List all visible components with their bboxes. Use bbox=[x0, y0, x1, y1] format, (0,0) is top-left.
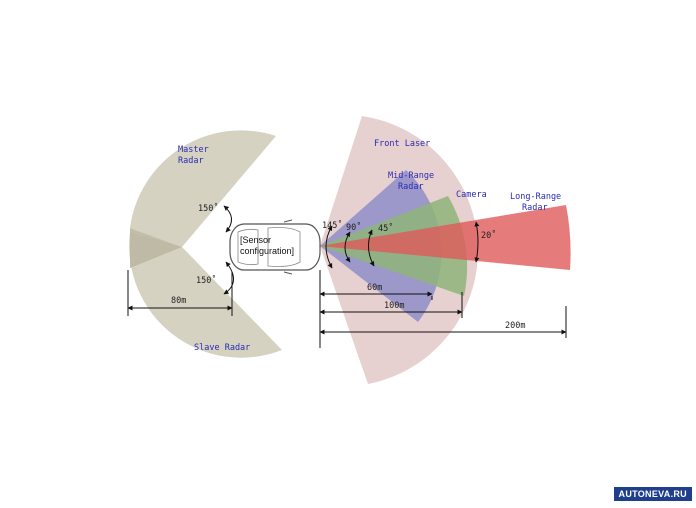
slave-radar-angle: 150˚ bbox=[196, 275, 216, 286]
long-range-radar-label-1: Long-Range bbox=[510, 192, 561, 202]
master-radar-angle-arc bbox=[224, 206, 232, 232]
watermark-logo: AUTONEVA.RU bbox=[614, 487, 692, 501]
mid-range-radar-angle: 90˚ bbox=[346, 222, 361, 233]
sensor-caption-line-2: configuration] bbox=[240, 246, 294, 256]
front-laser-angle: 145˚ bbox=[322, 220, 342, 231]
master-radar-label-1: Master bbox=[178, 145, 209, 155]
slave-radar-label: Slave Radar bbox=[194, 343, 250, 353]
sensor-caption-line-1: [Sensor bbox=[240, 235, 271, 245]
camera-label: Camera bbox=[456, 190, 487, 200]
master-radar-angle: 150˚ bbox=[198, 203, 218, 214]
mid-range-radar-label-2: Radar bbox=[398, 182, 424, 192]
distance-label-200m: 200m bbox=[505, 321, 525, 331]
long-range-radar-label-2: Radar bbox=[522, 203, 548, 213]
distance-label-60m: 60m bbox=[367, 283, 382, 293]
mid-range-radar-label-1: Mid-Range bbox=[388, 171, 434, 181]
distance-label-80m: 80m bbox=[171, 296, 186, 306]
distance-label-100m: 100m bbox=[384, 301, 404, 311]
camera-angle: 45˚ bbox=[378, 223, 393, 234]
master-radar-label-2: Radar bbox=[178, 156, 204, 166]
long-range-radar-angle: 20˚ bbox=[481, 230, 496, 241]
front-laser-label: Front Laser bbox=[374, 139, 430, 149]
